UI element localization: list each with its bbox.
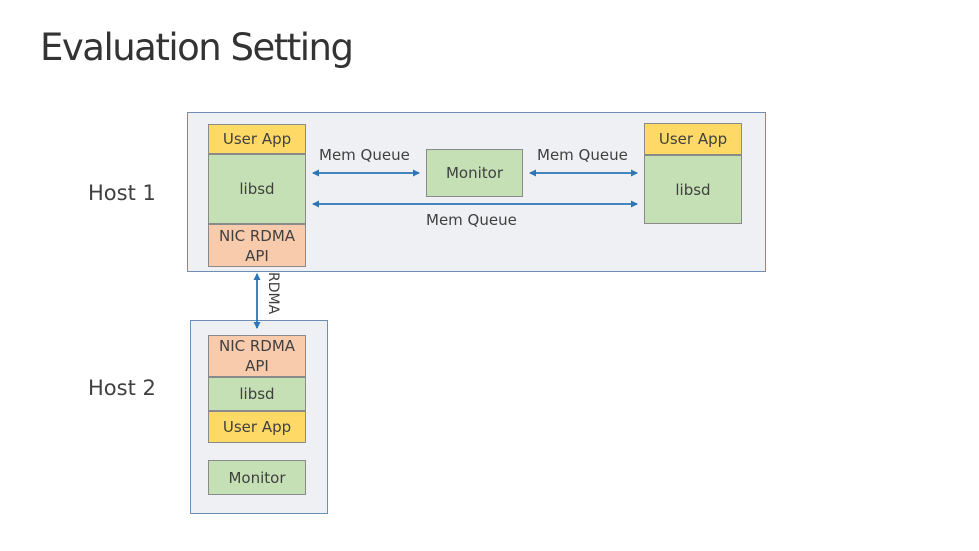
page-title: Evaluation Setting bbox=[40, 26, 354, 69]
host2-monitor: Monitor bbox=[208, 460, 306, 495]
host1-user-app-left: User App bbox=[208, 124, 306, 154]
host1-libsd-left: libsd bbox=[208, 154, 306, 224]
mem-queue-label-right: Mem Queue bbox=[537, 146, 628, 164]
host1-monitor: Monitor bbox=[426, 149, 523, 197]
host1-user-app-right: User App bbox=[644, 123, 742, 155]
host2-user-app: User App bbox=[208, 411, 306, 443]
mem-queue-label-bottom: Mem Queue bbox=[426, 211, 517, 229]
rdma-link-label: RDMA bbox=[265, 272, 281, 315]
host1-libsd-right: libsd bbox=[644, 155, 742, 224]
mem-queue-label-left: Mem Queue bbox=[319, 146, 410, 164]
host2-nic-rdma-api: NIC RDMA API bbox=[208, 335, 306, 377]
host2-label: Host 2 bbox=[88, 376, 156, 400]
host2-libsd: libsd bbox=[208, 377, 306, 411]
host1-label: Host 1 bbox=[88, 181, 156, 205]
host1-nic-rdma-api: NIC RDMA API bbox=[208, 224, 306, 267]
